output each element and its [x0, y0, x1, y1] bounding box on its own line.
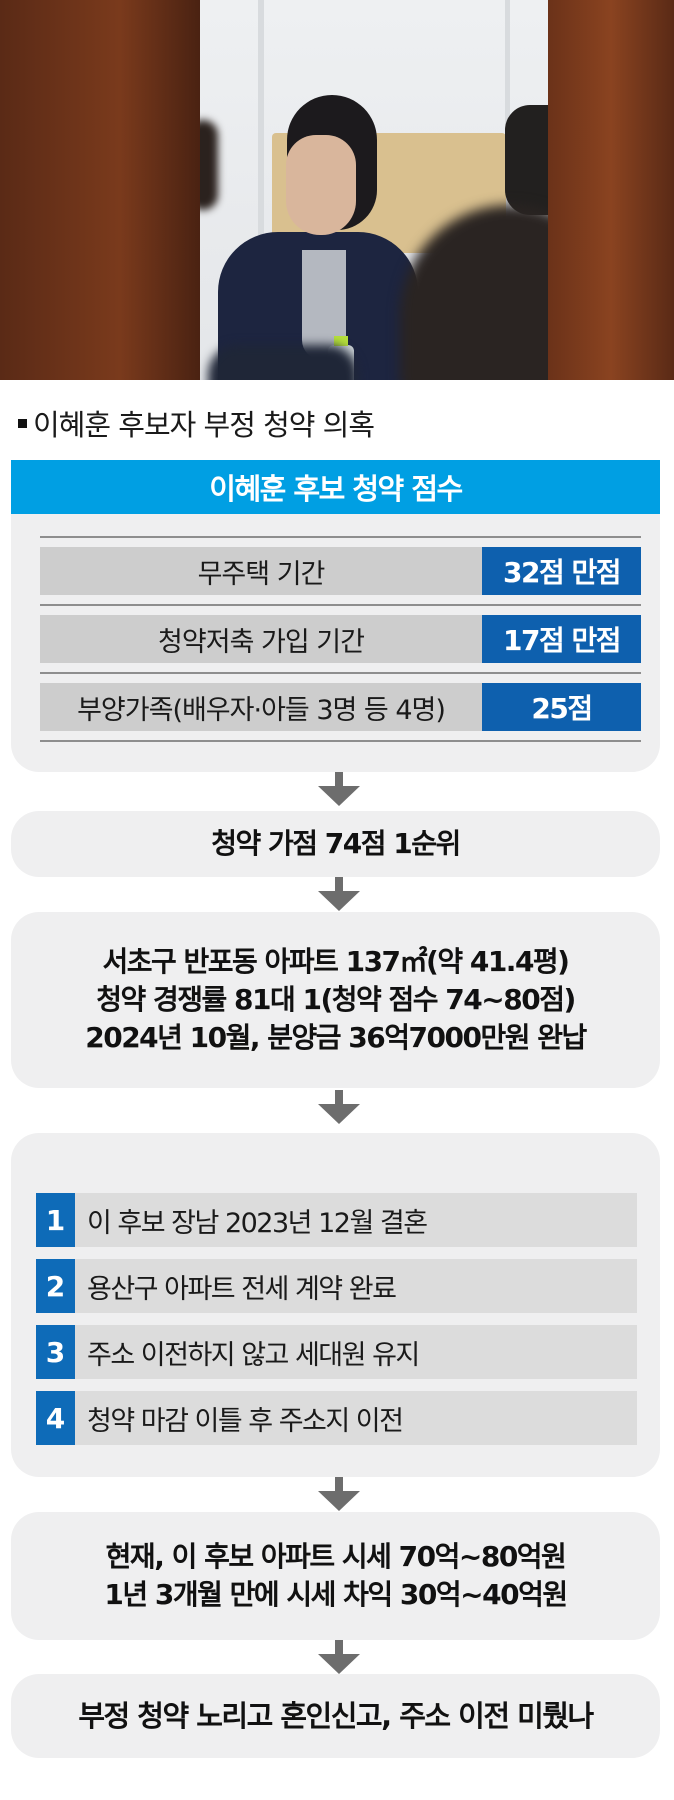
score-label: 부양가족(배우자·아들 3명 등 4명) — [40, 683, 482, 731]
flow-box-total-score: 청약 가점 74점 1순위 — [11, 811, 660, 877]
score-value: 17점 만점 — [482, 615, 641, 663]
flow-box-market-value: 현재, 이 후보 아파트 시세 70억~80억원 1년 3개월 만에 시세 차익… — [11, 1512, 660, 1640]
flow-text: 청약 경쟁률 81대 1(청약 점수 74~80점) — [96, 983, 576, 1016]
flow-text: 청약 가점 74점 1순위 — [211, 827, 461, 860]
infographic-title: 이혜훈 후보자 부정 청약 의혹 — [18, 402, 375, 444]
steps-card: 1 이 후보 장남 2023년 12월 결혼 2 용산구 아파트 전세 계약 완… — [11, 1133, 660, 1477]
photo-bottle-cap — [334, 336, 348, 346]
photo-pillar — [258, 0, 264, 240]
score-label: 청약저축 가입 기간 — [40, 615, 482, 663]
divider — [40, 604, 641, 606]
photo-blurred-shoulder — [208, 345, 358, 380]
step-item: 2 용산구 아파트 전세 계약 완료 — [36, 1259, 637, 1313]
divider — [40, 740, 641, 742]
step-text: 이 후보 장남 2023년 12월 결혼 — [75, 1193, 637, 1247]
flow-text: 현재, 이 후보 아파트 시세 70억~80억원 — [105, 1540, 567, 1573]
step-text: 용산구 아파트 전세 계약 완료 — [75, 1259, 637, 1313]
step-item: 4 청약 마감 이틀 후 주소지 이전 — [36, 1391, 637, 1445]
photo-person-face — [286, 135, 356, 235]
divider — [40, 672, 641, 674]
score-row: 부양가족(배우자·아들 3명 등 4명) 25점 — [40, 683, 641, 731]
square-bullet-icon — [18, 418, 27, 428]
flow-text: 서초구 반포동 아파트 137㎡(약 41.4평) — [102, 945, 570, 978]
flow-box-conclusion: 부정 청약 노리고 혼인신고, 주소 이전 미뤘나 — [11, 1674, 660, 1758]
score-label: 무주택 기간 — [40, 547, 482, 595]
step-text: 주소 이전하지 않고 세대원 유지 — [75, 1325, 637, 1379]
score-value: 25점 — [482, 683, 641, 731]
flow-text: 부정 청약 노리고 혼인신고, 주소 이전 미뤘나 — [78, 1699, 594, 1733]
score-card-header: 이혜훈 후보 청약 점수 — [11, 460, 660, 514]
score-rows: 무주택 기간 32점 만점 청약저축 가입 기간 17점 만점 부양가족(배우자… — [40, 536, 641, 742]
score-card: 이혜훈 후보 청약 점수 무주택 기간 32점 만점 청약저축 가입 기간 17… — [11, 460, 660, 772]
step-item: 1 이 후보 장남 2023년 12월 결혼 — [36, 1193, 637, 1247]
step-number-badge: 4 — [36, 1391, 75, 1445]
down-arrow-icon — [318, 1640, 360, 1676]
photo-door-right — [548, 0, 674, 380]
step-item: 3 주소 이전하지 않고 세대원 유지 — [36, 1325, 637, 1379]
step-text: 청약 마감 이틀 후 주소지 이전 — [75, 1391, 637, 1445]
score-row: 무주택 기간 32점 만점 — [40, 547, 641, 595]
flow-text: 2024년 10월, 분양금 36억7000만원 완납 — [85, 1021, 587, 1054]
title-text: 이혜훈 후보자 부정 청약 의혹 — [33, 408, 375, 442]
down-arrow-icon — [318, 772, 360, 808]
step-number-badge: 2 — [36, 1259, 75, 1313]
score-row: 청약저축 가입 기간 17점 만점 — [40, 615, 641, 663]
divider — [40, 536, 641, 538]
photo-door-left — [0, 0, 200, 380]
photo-pillar — [505, 0, 510, 220]
down-arrow-icon — [318, 1090, 360, 1126]
down-arrow-icon — [318, 877, 360, 913]
news-photo — [0, 0, 674, 380]
step-number-badge: 1 — [36, 1193, 75, 1247]
score-value: 32점 만점 — [482, 547, 641, 595]
photo-background-person — [505, 105, 555, 215]
steps-list: 1 이 후보 장남 2023년 12월 결혼 2 용산구 아파트 전세 계약 완… — [36, 1193, 637, 1457]
flow-box-apartment: 서초구 반포동 아파트 137㎡(약 41.4평) 청약 경쟁률 81대 1(청… — [11, 912, 660, 1088]
step-number-badge: 3 — [36, 1325, 75, 1379]
down-arrow-icon — [318, 1477, 360, 1513]
flow-text: 1년 3개월 만에 시세 차익 30억~40억원 — [104, 1578, 568, 1611]
